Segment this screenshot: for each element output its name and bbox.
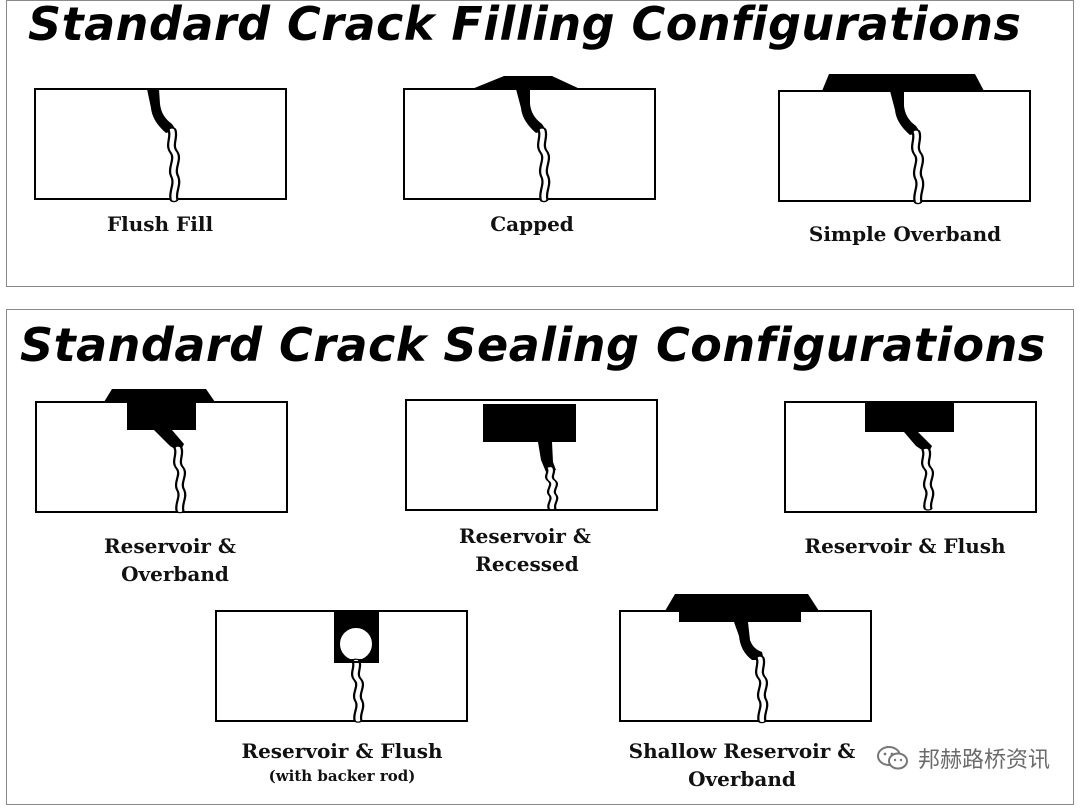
reservoir-flush-diagram xyxy=(784,401,1037,513)
filling-title: Standard Crack Filling Configurations xyxy=(28,0,1022,51)
sealing-title: Standard Crack Sealing Configurations xyxy=(20,318,1046,372)
wechat-icon xyxy=(876,746,908,770)
label-reservoir-recessed-line2: Recessed xyxy=(475,552,579,576)
capped-diagram xyxy=(403,76,656,199)
reservoir-flush-backer-diagram xyxy=(215,610,468,721)
label-backer-rod-note: (with backer rod) xyxy=(268,767,416,785)
label-reservoir-flush-backer: Reservoir & Flush xyxy=(241,739,443,763)
watermark-text: 邦赫路桥资讯 xyxy=(917,748,1050,773)
label-reservoir-overband-line2: Overband xyxy=(121,562,229,586)
label-shallow-line2: Overband xyxy=(688,767,796,791)
label-reservoir-overband-line1: Reservoir & xyxy=(104,534,236,558)
label-capped: Capped xyxy=(490,212,574,236)
reservoir-overband-diagram xyxy=(35,389,288,512)
label-shallow-line1: Shallow Reservoir & xyxy=(628,739,856,763)
label-reservoir-flush: Reservoir & Flush xyxy=(804,534,1006,558)
reservoir-recessed-diagram xyxy=(405,399,658,510)
simple-overband-diagram xyxy=(778,74,1031,201)
shallow-reservoir-overband-diagram xyxy=(619,594,872,721)
label-flush-fill: Flush Fill xyxy=(106,212,214,236)
flush-fill-diagram xyxy=(34,88,287,199)
label-simple-overband: Simple Overband xyxy=(808,222,1002,246)
watermark: 邦赫路桥资讯 xyxy=(875,742,1050,774)
label-reservoir-recessed-line1: Reservoir & xyxy=(459,524,591,548)
